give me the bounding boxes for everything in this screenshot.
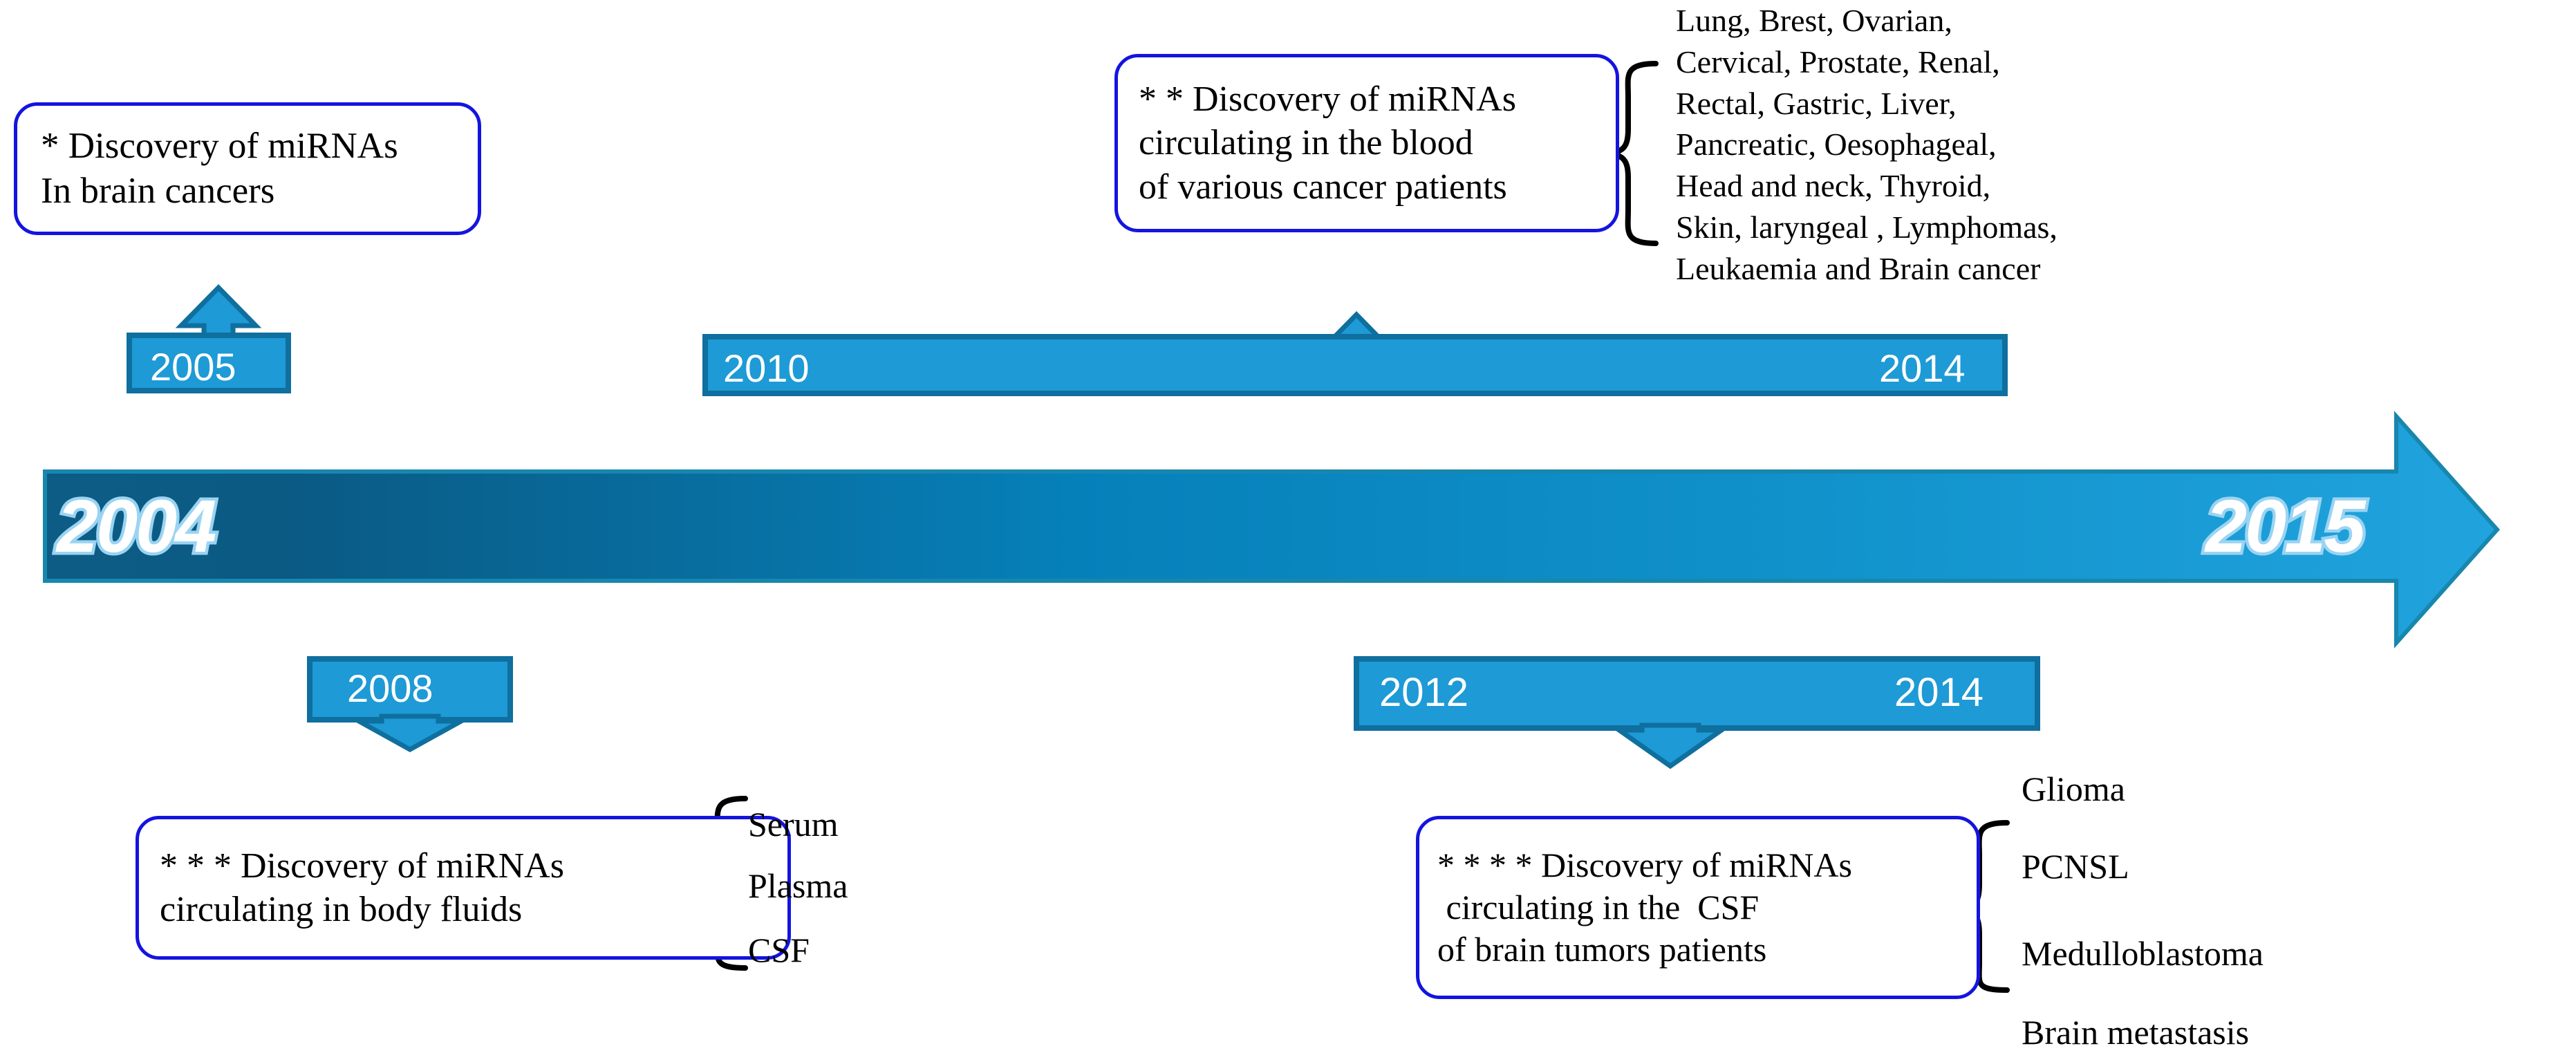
callout-csf-line1: * * * * Discovery of miRNAs [1437,846,1852,884]
list-item-plasma: Plasma [748,866,848,905]
list-item-brain-metastasis: Brain metastasis [2022,1013,2250,1052]
plaque-2010-2014-rect [702,334,2008,396]
plaque-2005 [127,284,291,393]
callout-csf-brain-tumors: * * * * Discovery of miRNAs circulating … [1416,816,1980,999]
list-item-pcnsl: PCNSL [2022,847,2129,886]
axis-end-year: 2015 2015 [2202,481,2375,579]
callout-blood-line3: of various cancer patients [1139,167,1507,207]
main-timeline-arrow [43,411,2501,649]
list-cancer-types: Lung, Brest, Ovarian, Cervical, Prostate… [1676,0,2057,290]
callout-body-fluids: * * * Discovery of miRNAs circulating in… [136,816,791,960]
callout-brain-cancers-line1: * Discovery of miRNAs [41,126,398,167]
arrow-up-2005 [175,284,262,342]
list-item-serum: Serum [748,805,839,844]
axis-start-year-text: 2004 [53,481,219,571]
cancer-type-line: Leukaemia and Brain cancer [1676,250,2041,286]
callout-blood-line2: circulating in the blood [1139,123,1473,163]
cancer-type-line: Rectal, Gastric, Liver, [1676,85,1957,121]
plaque-label-2014-top: 2014 [1879,346,1966,390]
cancer-type-line: Cervical, Prostate, Renal, [1676,44,2000,80]
callout-body-fluids-line2: circulating in body fluids [160,890,523,929]
arrow-down-2008 [349,714,471,753]
plaque-label-2012: 2012 [1379,670,1469,715]
plaque-label-2010: 2010 [723,346,810,390]
plaque-2005-rect [127,333,291,393]
cancer-type-line: Skin, laryngeal , Lymphomas, [1676,209,2057,245]
cancer-type-line: Lung, Brest, Ovarian, [1676,3,1952,38]
axis-start-year: 2004 2004 [53,481,226,579]
list-item-glioma: Glioma [2022,770,2125,808]
list-item-csf: CSF [748,931,810,969]
callout-brain-cancers-line2: In brain cancers [41,171,275,211]
axis-end-year-text: 2015 [2202,481,2368,571]
plaque-label-2014-bottom: 2014 [1894,670,1984,715]
callout-csf-line2: circulating in the CSF [1437,888,1760,926]
plaque-2008 [307,656,513,753]
plaque-2012-2014 [1354,656,2040,770]
cancer-type-line: Pancreatic, Oesophageal, [1676,127,1997,162]
callout-brain-cancers: * Discovery of miRNAs In brain cancers [14,102,481,235]
cancer-type-line: Head and neck, Thyroid, [1676,168,1991,204]
plaque-label-2005: 2005 [150,345,236,389]
callout-csf-line3: of brain tumors patients [1437,930,1767,969]
plaque-label-2008: 2008 [347,667,433,710]
callout-blood-various-cancers: * * Discovery of miRNAs circulating in t… [1114,54,1619,232]
arrow-down-2012-2014 [1611,723,1730,770]
list-item-medulloblastoma: Medulloblastoma [2022,934,2264,973]
callout-body-fluids-line1: * * * Discovery of miRNAs [160,846,564,886]
callout-blood-line1: * * Discovery of miRNAs [1139,79,1516,119]
plaque-2010-2014 [702,311,2008,396]
